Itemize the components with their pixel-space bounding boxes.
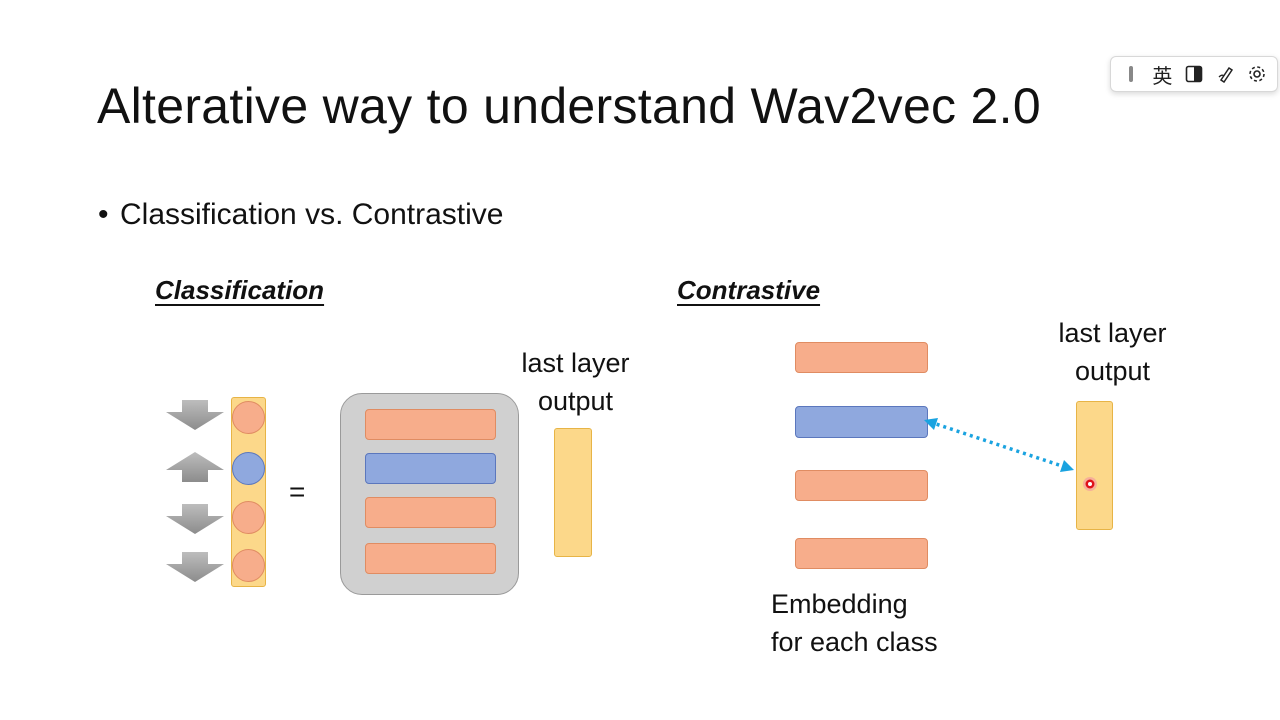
class-circle-orange [232,501,265,534]
weight-row-orange [365,497,496,528]
down-arrow-icon [166,400,224,430]
classification-output-caption: last layer output [503,344,648,420]
contrastive-output-caption: last layer output [1040,314,1185,390]
caption-line: for each class [771,627,938,657]
similarity-arrow [924,418,1074,472]
weight-row-orange [365,543,496,574]
slide-title: Alterative way to understand Wav2vec 2.0 [97,78,1041,134]
dotted-line [929,420,1069,470]
weight-row-blue [365,453,496,484]
equals-sign: = [289,476,306,507]
class-embedding-orange [795,342,928,373]
caption-line: last layer [521,348,630,378]
up-arrow-icon [166,452,224,482]
bullet-item: • Classification vs. Contrastive [98,196,503,234]
ime-toolbar[interactable]: 英 [1110,56,1278,92]
arrowhead-icon [1060,460,1074,472]
down-arrow-icon [166,552,224,582]
contrastive-heading: Contrastive [677,275,821,305]
laser-pointer-icon [1083,477,1097,491]
contrastive-output-vector [1076,401,1113,530]
handwriting-pen-icon[interactable] [1212,65,1240,83]
class-circle-orange [232,401,265,434]
caption-line: output [1074,356,1151,386]
class-circle-orange [232,549,265,582]
bullet-text: Classification vs. Contrastive [120,198,504,231]
arrow-column [166,400,224,582]
class-embedding-orange [795,470,928,501]
ime-grip-handle[interactable] [1117,66,1145,82]
arrowhead-icon [924,418,938,430]
class-embedding-orange [795,538,928,569]
class-circle-blue [232,452,265,485]
classification-output-vector [554,428,592,557]
gear-icon[interactable] [1243,65,1271,83]
embedding-caption: Embedding for each class [771,585,938,661]
bullet-dot: • [98,198,109,231]
half-full-width-icon[interactable] [1180,65,1208,83]
weight-row-orange [365,409,496,440]
caption-line: Embedding [771,589,908,619]
classification-heading: Classification [155,275,325,305]
down-arrow-icon [166,504,224,534]
caption-line: output [537,386,614,416]
ime-language-toggle[interactable]: 英 [1152,65,1173,88]
caption-line: last layer [1058,318,1167,348]
class-embedding-blue [795,406,928,438]
